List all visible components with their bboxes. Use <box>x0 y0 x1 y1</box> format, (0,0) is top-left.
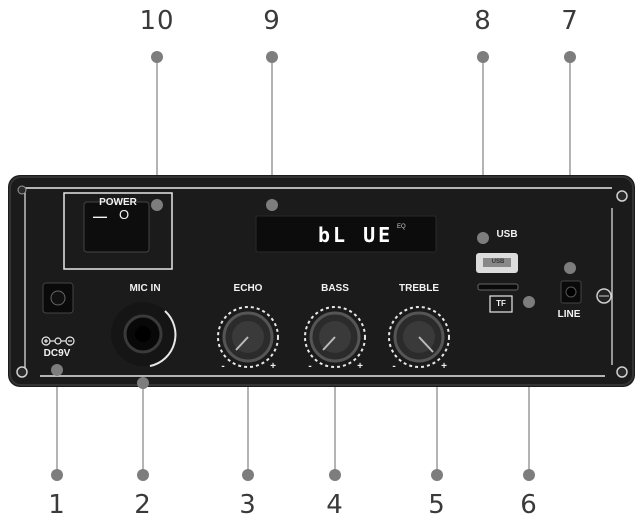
tf-card-icon <box>489 295 513 313</box>
callout-number-5: 5 <box>428 490 446 520</box>
panel-edge <box>9 176 634 386</box>
usb-port-inner <box>483 258 511 267</box>
callout-dot-4 <box>329 469 341 481</box>
screw-icon <box>17 185 27 195</box>
screw-icon <box>16 366 28 378</box>
callout-number-4: 4 <box>326 490 344 520</box>
callout-dot-8 <box>477 51 489 63</box>
callout-dot-10-end <box>151 199 163 211</box>
callout-dot-5 <box>431 469 443 481</box>
callout-dot-6 <box>523 469 535 481</box>
switch-on-symbol: O <box>118 207 130 222</box>
dc-jack-hole <box>50 290 66 306</box>
treble-plus: + <box>441 361 447 372</box>
echo-minus: - <box>221 361 225 372</box>
mic-in-label: MIC IN <box>129 283 161 294</box>
knob-bass[interactable] <box>304 306 366 368</box>
callout-dot-10 <box>151 51 163 63</box>
treble-label: TREBLE <box>399 283 439 294</box>
callout-number-1: 1 <box>48 490 66 520</box>
knob-echo[interactable] <box>217 306 279 368</box>
knob-scale <box>388 306 450 368</box>
callout-number-7: 7 <box>561 6 579 36</box>
usb-port-text: USB <box>491 259 505 265</box>
line-in-hole <box>565 286 577 298</box>
polarity-icon <box>41 336 75 346</box>
callout-number-2: 2 <box>134 490 152 520</box>
bass-minus: - <box>308 361 312 372</box>
callout-dot-2 <box>137 469 149 481</box>
callout-number-9: 9 <box>263 6 281 36</box>
callout-dot-7-end <box>564 262 576 274</box>
mic-jack-hole <box>135 326 151 342</box>
callout-lines <box>56 57 571 475</box>
callout-dot-1 <box>51 469 63 481</box>
bass-plus: + <box>357 361 363 372</box>
callout-dot-7 <box>564 51 576 63</box>
knob-pointer <box>322 336 336 351</box>
callout-dot-1-end <box>51 364 63 376</box>
display-text: bL UE <box>318 223 394 247</box>
knob-pointer <box>235 336 249 351</box>
screw-icon <box>616 366 628 378</box>
knob-pointer <box>418 336 434 353</box>
treble-minus: - <box>392 361 396 372</box>
callout-dot-9 <box>266 51 278 63</box>
tf-card-slot[interactable] <box>477 283 519 291</box>
callout-dot-3 <box>242 469 254 481</box>
knob-scale <box>304 306 366 368</box>
callout-number-3: 3 <box>239 490 257 520</box>
display-indicator: EQ <box>397 224 406 230</box>
bass-label: BASS <box>321 283 349 294</box>
callout-dots <box>51 51 576 481</box>
screw-icon <box>616 190 628 202</box>
dc-voltage-label: DC9V <box>43 348 71 359</box>
callout-number-6: 6 <box>520 490 538 520</box>
tf-label: TF <box>496 299 506 308</box>
usb-label: USB <box>496 229 518 240</box>
mic-jack-arc <box>149 310 177 367</box>
switch-off-symbol: — <box>93 208 107 224</box>
callout-dot-6-end <box>523 296 535 308</box>
knob-scale <box>217 306 279 368</box>
echo-plus: + <box>270 361 276 372</box>
callout-dot-2-end <box>137 377 149 389</box>
power-switch[interactable] <box>83 201 150 253</box>
echo-label: ECHO <box>233 283 263 294</box>
power-label: POWER <box>99 197 137 208</box>
callout-dot-9-end <box>266 199 278 211</box>
led-display <box>255 215 437 253</box>
line-label: LINE <box>557 309 581 320</box>
power-switch-frame <box>63 192 173 270</box>
callout-number-8: 8 <box>474 6 492 36</box>
callout-number-10: 10 <box>139 6 175 36</box>
callout-dot-8-end <box>477 232 489 244</box>
knob-treble[interactable] <box>388 306 450 368</box>
